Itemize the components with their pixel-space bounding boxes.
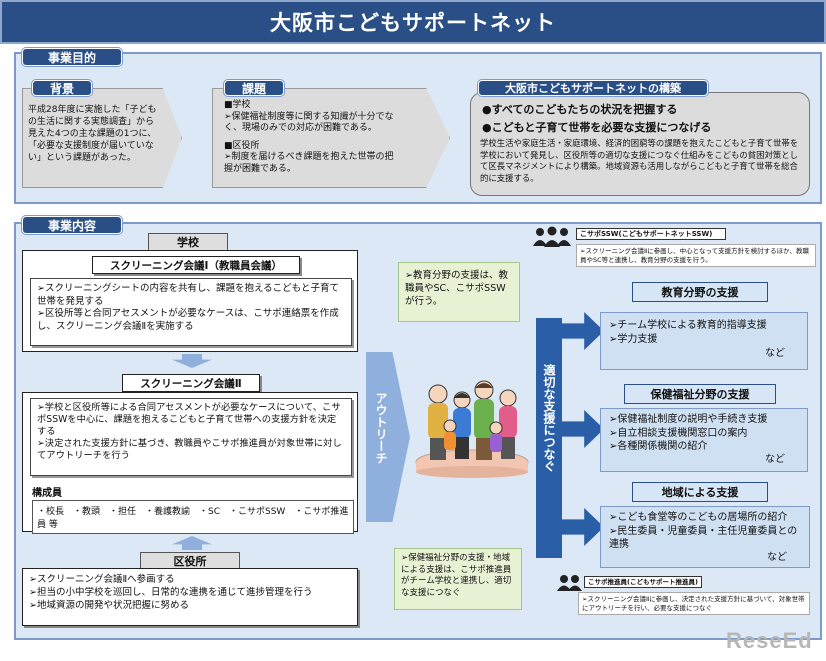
ward-item2: ➢担当の小中学校を巡回し、日常的な連携を通じて進捗管理を行う [29, 587, 313, 598]
issues-school-head: ■学校 [224, 100, 251, 110]
connect-bar [536, 318, 562, 558]
meeting1-header: スクリーニング会議Ⅰ（教職員会議） [92, 256, 300, 274]
resed-logo: ReseEd [726, 628, 813, 653]
community-etc: など [767, 551, 787, 563]
meeting2-item2: ➢決定された支援方針に基づき、教職員やこサポ推進員が対象世帯に対してアウトリーチ… [37, 438, 342, 461]
welfare-item1: ➢保健福祉制度の説明や手続き支援 [609, 414, 768, 425]
title-bar: 大阪市こどもサポートネット [0, 0, 826, 44]
school-label: 学校 [148, 233, 228, 251]
edu-support-box: ➢チーム学校による教育的指導支援 ➢学力支援 など [600, 312, 808, 370]
outreach-label: アウトリーチ [374, 392, 388, 464]
meeting2-items: ➢学校と区役所等による合同アセスメントが必要なケースについて、こサポSSWを中心… [30, 398, 352, 476]
background-chevron [22, 88, 182, 188]
community-item2: ➢民生委員・児童委員・主任児童委員との連携 [609, 525, 798, 551]
promoter-people-icon [556, 574, 582, 592]
ssw-text: ➢スクリーニング会議Ⅱに参画し、中心となって支援方針を検討するほか、教職員やSC… [576, 244, 816, 267]
issues-chevron [212, 88, 450, 188]
meeting1-item1: ➢スクリーニングシートの内容を共有し、課題を抱えるこどもと子育て世帯を発見する [37, 283, 339, 307]
issues-ward-head: ■区役所 [224, 140, 260, 151]
ward-item3: ➢地域資源の開発や状況把握に努める [29, 600, 189, 611]
welfare-etc: など [765, 453, 785, 465]
meeting2-header: スクリーニング会議Ⅱ [122, 374, 260, 392]
build-point2: ●こどもと子育て世帯を必要な支援につなげる [482, 121, 712, 134]
background-text: 平成28年度に実施した「子どもの生活に関する実態調査」から見えた4つの主な課題の… [28, 105, 157, 163]
welfare-bubble: ➢保健福祉分野の支援・地域による支援は、こサポ推進員がチーム学校と連携し、適切な… [394, 548, 522, 610]
issues-tag: 課題 [224, 80, 284, 96]
community-support-title: 地域による支援 [632, 482, 768, 502]
meeting2-item1: ➢学校と区役所等による合同アセスメントが必要なケースについて、こサポSSWを中心… [37, 402, 341, 437]
meeting1-item2: ➢区役所等と合同アセスメントが必要なケースは、こサポ連絡票を作成し、スクリーニン… [37, 308, 339, 332]
edu-item2: ➢学力支援 [609, 334, 658, 345]
build-point1: ●すべてのこどもたちの状況を把握する [482, 103, 678, 116]
build-box [470, 92, 810, 196]
promoter-text: ➢スクリーニング会議Ⅱに参画し、決定された支援方針に基づいて、対象世帯にアウトリ… [578, 592, 810, 615]
build-text: 学校生活や家庭生活・家庭環境、経済的困窮等の課題を抱えたこどもと子育て世帯を学校… [480, 138, 799, 183]
members-list: ・校長 ・教頭 ・担任 ・養護教諭 ・SC ・こサポSSW ・こサポ推進員 等 [32, 500, 354, 534]
ward-box: ➢スクリーニング会議Ⅱへ参画する ➢担当の小中学校を巡回し、日常的な連携を通じて… [22, 568, 358, 626]
welfare-item2: ➢自立相談支援機関窓口の案内 [609, 427, 748, 439]
welfare-item3: ➢各種関係機関の紹介 [609, 441, 708, 452]
community-item1: ➢こども食堂等のこどもの居場所の紹介 [609, 512, 788, 523]
edu-support-title: 教育分野の支援 [632, 282, 768, 302]
page-title: 大阪市こどもサポートネット [270, 11, 556, 35]
family-illustration [410, 370, 534, 480]
community-support-box: ➢こども食堂等のこどもの居場所の紹介 ➢民生委員・児童委員・主任児童委員との連携… [600, 506, 810, 568]
welfare-support-box: ➢保健福祉制度の説明や手続き支援 ➢自立相談支援機関窓口の案内 ➢各種関係機関の… [600, 408, 808, 472]
edu-bubble: ➢教育分野の支援は、教職員やSC、こサポSSWが行う。 [398, 262, 520, 322]
issues-ward-text: ➢制度を届けるべき課題を抱えた世帯の把握が困難である。 [224, 152, 394, 174]
issues-text: ■学校 ➢保健福祉制度等に関する知識が十分でなく、現場のみでの対応が困難である。… [224, 100, 396, 175]
members-head: 構成員 [32, 488, 62, 499]
ward-label: 区役所 [140, 552, 240, 570]
content-tag: 事業内容 [22, 216, 122, 234]
ssw-title: こサポSSW(こどもサポートネットSSW) [576, 228, 726, 240]
edu-item1: ➢チーム学校による教育的指導支援 [609, 320, 767, 331]
background-tag: 背景 [32, 80, 92, 96]
build-tag: 大阪市こどもサポートネットの構築 [478, 80, 708, 96]
edu-etc: など [765, 348, 785, 359]
ssw-people-icon [532, 226, 572, 248]
connect-label: 適切な支援につなぐ [542, 364, 556, 472]
purpose-tag: 事業目的 [22, 48, 122, 66]
welfare-support-title: 保健福祉分野の支援 [624, 384, 776, 404]
meeting1-items: ➢スクリーニングシートの内容を共有し、課題を抱えるこどもと子育て世帯を発見する … [30, 278, 352, 346]
ward-item1: ➢スクリーニング会議Ⅱへ参画する [29, 574, 175, 585]
promoter-title: こサポ推進員(こどもサポート推進員) [584, 576, 702, 588]
issues-school-text: ➢保健福祉制度等に関する知識が十分でなく、現場のみでの対応が困難である。 [224, 111, 394, 134]
